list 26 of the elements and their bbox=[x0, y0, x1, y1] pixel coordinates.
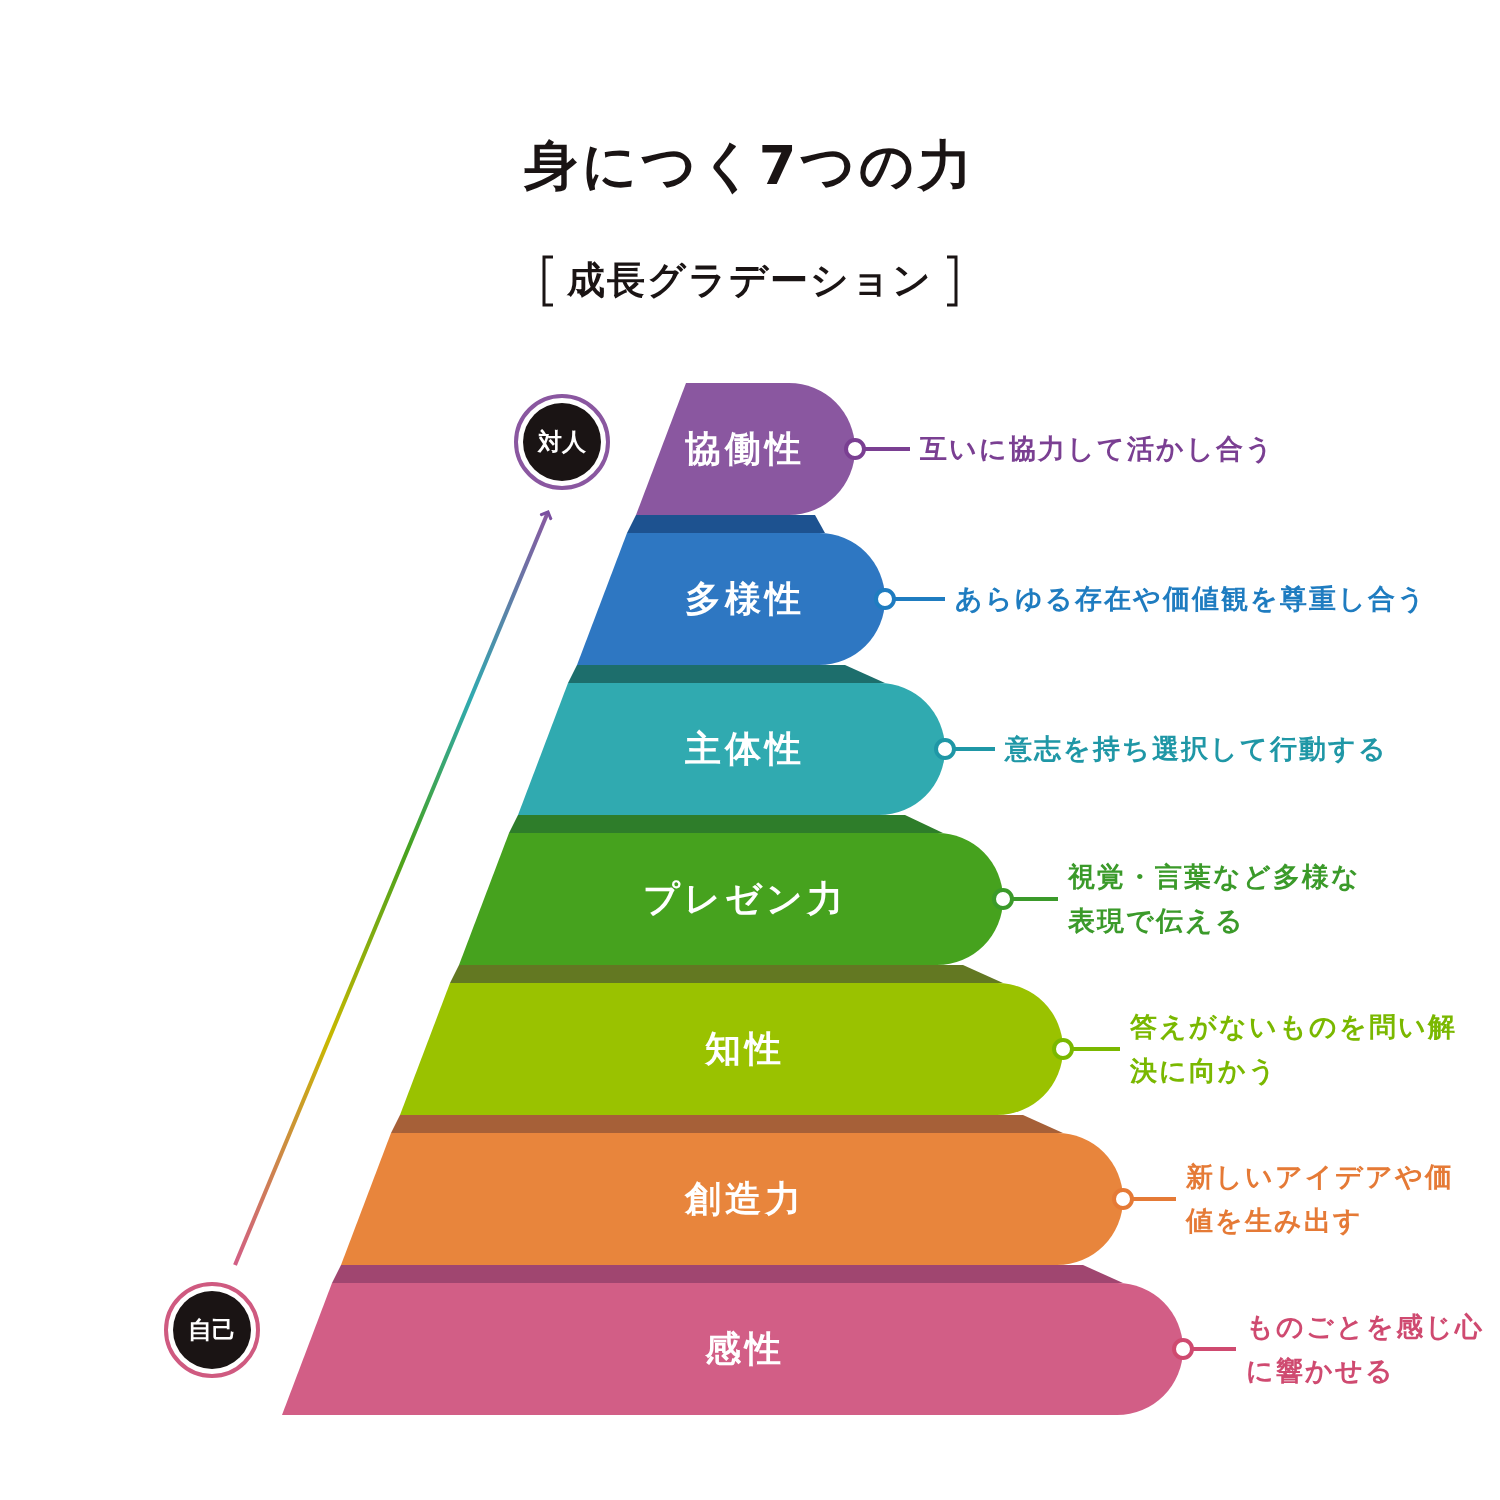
growth-arrow bbox=[233, 510, 553, 1266]
leader-line bbox=[1112, 1188, 1176, 1210]
leader-line bbox=[844, 438, 910, 460]
leader-line bbox=[992, 888, 1058, 910]
description: ものごとを感じ心に響かせる bbox=[1246, 1305, 1486, 1393]
leader-line bbox=[1052, 1038, 1120, 1060]
band-label: 主体性 bbox=[685, 727, 805, 771]
band-label: 創造力 bbox=[685, 1177, 805, 1221]
description: 互いに協力して活かし合う bbox=[920, 427, 1320, 471]
band-label: 知性 bbox=[705, 1027, 785, 1071]
leader-line bbox=[874, 588, 945, 610]
badge-label: 自己 bbox=[188, 1315, 236, 1346]
description: 答えがないものを問い解決に向かう bbox=[1130, 1005, 1470, 1093]
band-label: 多様性 bbox=[685, 577, 805, 621]
subtitle: 成長グラデーション bbox=[567, 257, 933, 304]
description: あらゆる存在や価値観を尊重し合う bbox=[955, 577, 1475, 621]
title: 身につく7つの力 bbox=[522, 133, 978, 199]
band-label: 協働性 bbox=[685, 427, 805, 471]
description: 意志を持ち選択して行動する bbox=[1005, 727, 1445, 771]
leader-line bbox=[1172, 1338, 1236, 1360]
description: 視覚・言葉など多様な表現で伝える bbox=[1068, 855, 1368, 943]
band-label: 感性 bbox=[705, 1327, 785, 1371]
leader-line bbox=[934, 738, 995, 760]
band-label: プレゼン力 bbox=[643, 877, 847, 921]
badge-label: 対人 bbox=[538, 427, 586, 458]
description: 新しいアイデアや価値を生み出す bbox=[1186, 1155, 1456, 1243]
